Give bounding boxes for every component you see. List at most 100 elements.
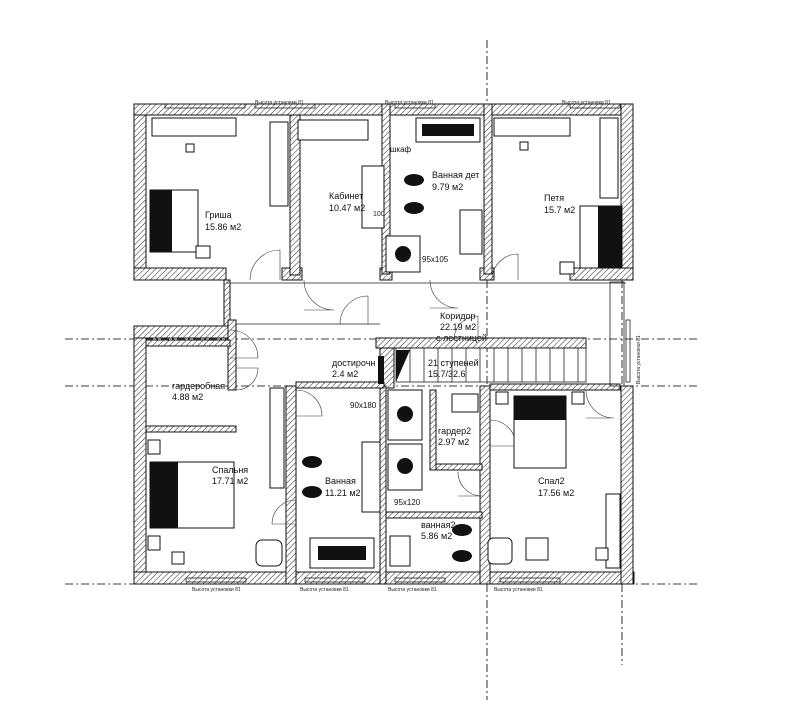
wall-segment (620, 385, 634, 585)
sofa (361, 165, 385, 229)
door[interactable] (457, 471, 483, 497)
cabinet (361, 441, 381, 513)
door[interactable] (429, 279, 459, 309)
room-area-petya: 15.7 м2 (544, 205, 575, 215)
door[interactable] (489, 419, 517, 447)
room-area-bath-kids: 9.79 м2 (432, 182, 463, 192)
exterior-walls (133, 103, 635, 585)
sink (389, 535, 411, 567)
wall-segment (133, 103, 491, 116)
corridor-outline (164, 103, 631, 583)
room-name-bedroom: Спальня (212, 465, 248, 475)
wall-segment (385, 511, 483, 519)
wardrobe-label: шкаф (390, 145, 412, 154)
shelf (451, 393, 479, 413)
wall-segment (133, 103, 147, 281)
install-height-note: Высота установки 81 (636, 335, 642, 384)
stairs-name: 21 ступеней (428, 358, 479, 368)
room-name-corridor: Коридор (440, 311, 476, 321)
room-area-dressing: 4.88 м2 (172, 392, 203, 402)
door[interactable] (585, 389, 615, 419)
armchair (487, 537, 513, 565)
furniture-bedroom (147, 387, 285, 567)
shower-size-1: 95x105 (422, 255, 449, 264)
wall-segment (295, 381, 385, 389)
table (525, 537, 549, 561)
install-height-note: Высота установки 81 (388, 587, 437, 593)
stairs-dims: 15.7/32.6 (428, 369, 466, 379)
shower-size-2: 90x180 (350, 401, 377, 410)
desk (493, 117, 571, 137)
room-area-bath2: 5.86 м2 (421, 531, 452, 541)
doors (229, 249, 615, 525)
room-area-dostirochnaya: 2.4 м2 (332, 369, 358, 379)
install-height-note: Высота установки 81 (300, 587, 349, 593)
door[interactable] (235, 367, 259, 391)
room-area-bedroom2: 17.56 м2 (538, 488, 574, 498)
wardrobe (605, 493, 621, 569)
toilet (404, 174, 424, 186)
window (625, 319, 631, 383)
room-name-grisha: Гриша (205, 210, 232, 220)
door[interactable] (249, 249, 281, 281)
stool (171, 551, 185, 565)
wall-segment (133, 267, 227, 281)
door[interactable] (339, 295, 369, 325)
wall-segment (223, 279, 231, 327)
bidet (452, 550, 472, 562)
room-name-bath: Ванная (325, 476, 356, 486)
room-name-bath2: ванная2 (421, 520, 456, 530)
wardrobe (269, 387, 285, 489)
wardrobe (599, 117, 619, 199)
door[interactable] (295, 389, 323, 417)
wall-segment (133, 325, 235, 339)
bidet (404, 202, 424, 214)
shower-size-3: 95x120 (394, 498, 421, 507)
wardrobe (269, 121, 289, 207)
door[interactable] (491, 253, 519, 281)
door[interactable] (453, 315, 479, 341)
door[interactable] (303, 279, 335, 311)
corridor-note: с лестницей (436, 333, 487, 343)
install-height-note: Высота установки 81 (385, 100, 434, 106)
install-height-note: Высота установки 81 (255, 100, 304, 106)
wall-segment (227, 319, 237, 391)
room-name-cabinet: Кабинет (329, 191, 363, 201)
window (394, 103, 436, 109)
furniture-bath-kids (404, 117, 483, 255)
install-height-note: Высота установки 81 (494, 587, 543, 593)
wall-segment (489, 383, 621, 391)
room-name-dostirochnaya: достирочн (332, 358, 375, 368)
staircase (378, 347, 587, 384)
toilet (302, 456, 322, 468)
wall-segment (145, 339, 231, 347)
toilet (452, 524, 472, 536)
install-height-note: Высота установки 81 (192, 587, 241, 593)
install-height-notes: Высота установки 81 Высота установки 81 … (192, 100, 642, 593)
room-labels: Гриша 15.86 м2 Кабинет 10.47 м2 Ванная д… (172, 170, 575, 541)
wall-segment (133, 325, 147, 585)
room-area-bath: 11.21 м2 (325, 488, 361, 498)
wall-segment (569, 267, 634, 281)
furniture-bath (302, 389, 423, 569)
stair-outline (395, 347, 587, 383)
nightstand (147, 439, 161, 455)
furniture-bedroom2 (389, 391, 621, 569)
nightstand (147, 535, 161, 551)
window (254, 103, 316, 109)
wall-segment (289, 114, 301, 276)
room-area-bedroom: 17.71 м2 (212, 476, 248, 486)
desk (297, 119, 369, 141)
door[interactable] (229, 329, 259, 359)
nightstand (195, 245, 211, 259)
room-name-bath-kids: Ванная дет (432, 170, 479, 180)
wall-segment (479, 385, 491, 585)
furniture-cabinet (297, 119, 421, 273)
nightstand (559, 261, 575, 275)
furniture-petya (493, 117, 623, 275)
wall-segment (486, 103, 634, 116)
window (185, 577, 247, 583)
door[interactable] (271, 499, 297, 525)
fixture-labels: шкаф 100 95x105 90x180 95x120 (350, 145, 449, 507)
armchair (255, 539, 283, 567)
